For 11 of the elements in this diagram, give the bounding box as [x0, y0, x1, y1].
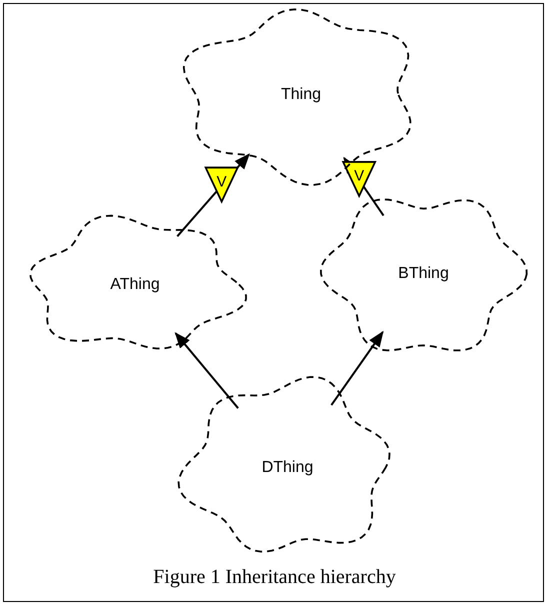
- edge-label: V: [354, 168, 364, 184]
- class-name: DThing: [262, 458, 314, 476]
- cloud-shape: [29, 214, 247, 350]
- cloud-shape: [182, 8, 412, 186]
- edge-label: V: [216, 174, 227, 190]
- class-name: AThing: [110, 276, 160, 292]
- figure-caption: Figure 1 Inheritance hierarchy: [153, 566, 396, 588]
- class-name: Thing: [280, 86, 322, 103]
- cloud-shape: [320, 198, 528, 352]
- cloud-shape: [178, 376, 390, 552]
- class-name: BThing: [398, 265, 449, 282]
